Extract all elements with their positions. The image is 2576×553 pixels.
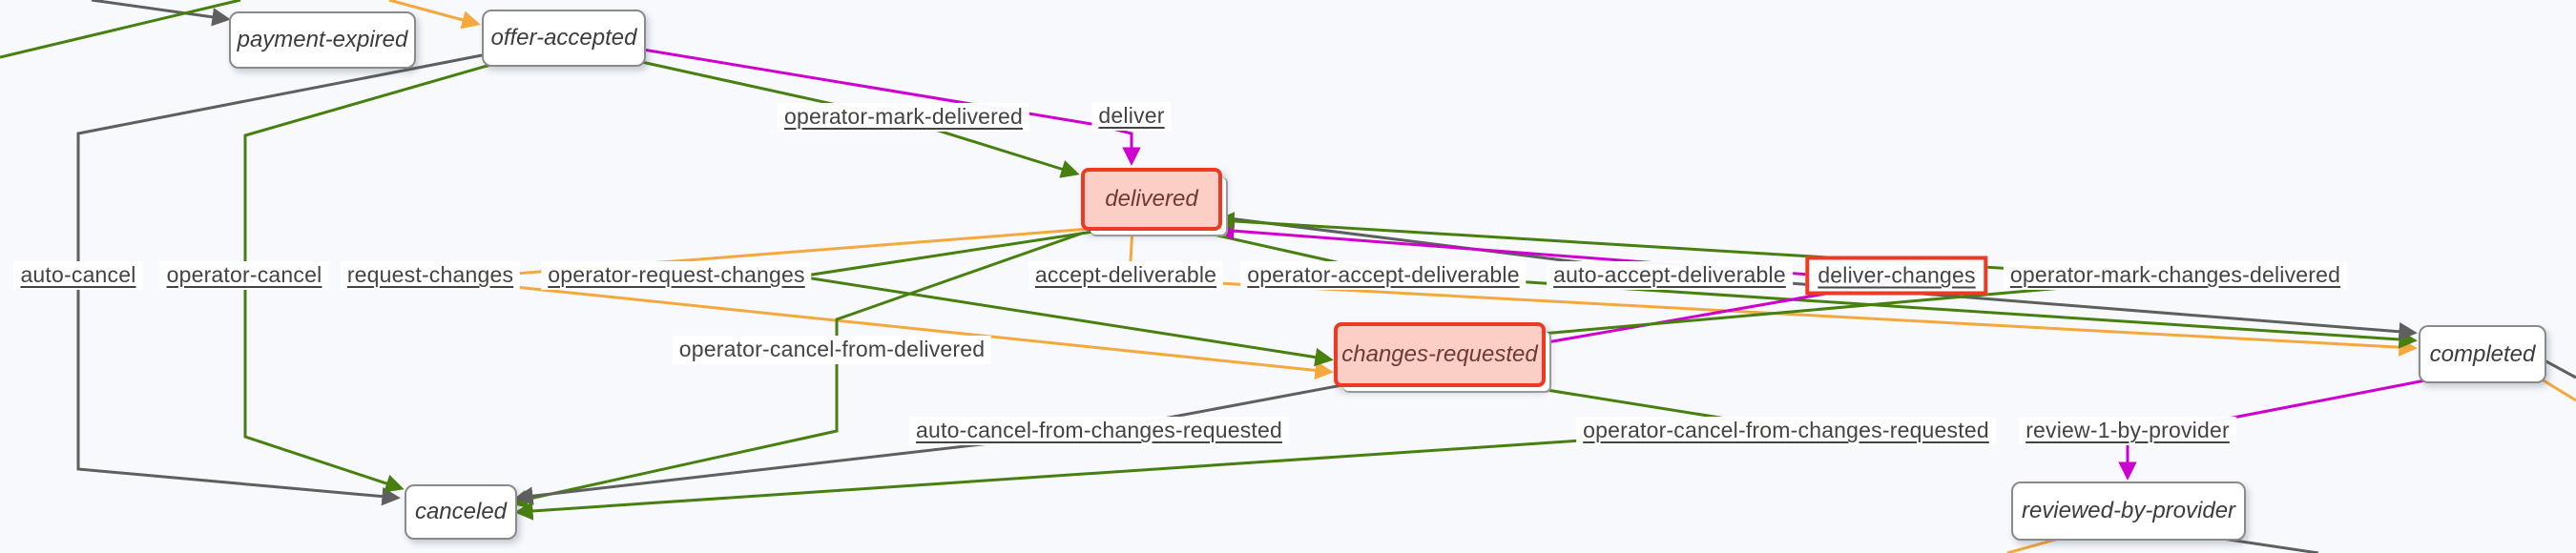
edge-label-operator-cancel[interactable]: operator-cancel (159, 261, 329, 290)
edge-label-operator-accept-deliverable[interactable]: operator-accept-deliverable (1240, 261, 1527, 290)
state-node-reviewed-by-provider[interactable]: reviewed-by-provider (2011, 481, 2246, 541)
edge-label-deliver[interactable]: deliver (1091, 102, 1172, 131)
state-node-canceled[interactable]: canceled (405, 484, 517, 540)
edge-stub-into-offer-accepted (388, 0, 481, 30)
state-node-delivered[interactable]: delivered (1081, 168, 1222, 231)
edge-label-review-1-by-provider[interactable]: review-1-by-provider (2019, 417, 2236, 445)
edge-label-accept-deliverable[interactable]: accept-deliverable (1028, 261, 1224, 290)
edge-stub-completed-right-gray (2542, 358, 2576, 379)
edge-label-operator-cancel-from-delivered: operator-cancel-from-delivered (672, 336, 992, 364)
state-node-changes-requested[interactable]: changes-requested (1334, 322, 1546, 387)
edge-label-deliver-changes[interactable]: deliver-changes (1805, 256, 1988, 296)
edge-operator-cancel-from-delivered (509, 231, 1085, 509)
edge-stub-completed-right-orange (2538, 376, 2576, 402)
state-node-offer-accepted[interactable]: offer-accepted (482, 10, 646, 67)
state-node-payment-expired[interactable]: payment-expired (229, 11, 416, 69)
edge-label-operator-request-changes[interactable]: operator-request-changes (541, 261, 812, 290)
state-node-completed[interactable]: completed (2419, 325, 2546, 383)
edge-stub-green-top-left (0, 0, 241, 59)
edge-auto-cancel (76, 53, 483, 506)
edge-label-operator-mark-delivered[interactable]: operator-mark-delivered (777, 103, 1030, 132)
edge-stub-into-payment-expired (91, 0, 231, 27)
edge-label-operator-mark-changes-delivered[interactable]: operator-mark-changes-delivered (2003, 261, 2348, 290)
edge-operator-cancel-from-changes-requested (514, 379, 1780, 521)
edge-label-auto-cancel[interactable]: auto-cancel (13, 261, 143, 290)
edge-label-operator-cancel-from-changes-requested[interactable]: operator-cancel-from-changes-requested (1576, 417, 1996, 445)
edge-label-request-changes[interactable]: request-changes (340, 261, 521, 290)
edge-label-auto-accept-deliverable[interactable]: auto-accept-deliverable (1547, 261, 1793, 290)
edge-label-auto-cancel-from-changes-requested[interactable]: auto-cancel-from-changes-requested (909, 417, 1289, 445)
